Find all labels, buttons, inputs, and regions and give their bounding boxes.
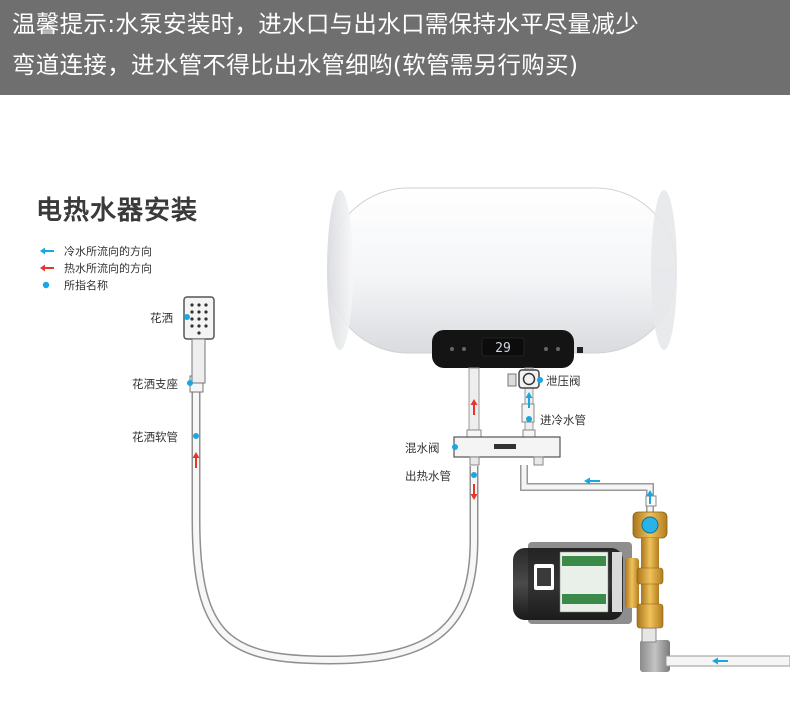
pointer-dot-icon xyxy=(193,433,199,439)
water-heater: 29 xyxy=(327,187,677,368)
pointer-dot-icon xyxy=(42,281,50,288)
mains-inlet-pipe xyxy=(640,627,790,672)
hot-arrow-icon xyxy=(470,484,478,500)
cold-supply-pipe xyxy=(520,465,657,512)
cold-arrow-icon xyxy=(40,247,54,254)
shower-hose xyxy=(191,386,479,665)
cold-inlet-pipe xyxy=(507,367,540,441)
legend-label-hot: 热水所流向的方向 xyxy=(64,261,152,275)
label-relief-valve: 泄压阀 xyxy=(546,374,581,388)
label-mixing-valve: 混水阀 xyxy=(405,441,440,455)
tip-line-2: 弯道连接，进水管不得比出水管细哟(软管需另行购买) xyxy=(12,51,579,79)
hot-arrow-icon xyxy=(192,452,200,468)
cold-arrow-icon xyxy=(525,392,533,408)
label-shower-holder: 花洒支座 xyxy=(132,377,178,391)
tip-line-1: 温馨提示:水泵安装时，进水口与出水口需保持水平尽量减少 xyxy=(12,10,640,38)
label-cold-inlet: 进冷水管 xyxy=(540,413,586,427)
pointer-dots xyxy=(184,314,543,478)
label-shower-head: 花洒 xyxy=(150,311,173,325)
legend-item-cold: 冷水所流向的方向 xyxy=(38,242,152,259)
legend-item-hot: 热水所流向的方向 xyxy=(38,259,152,276)
hot-arrow-icon xyxy=(40,264,54,271)
legend-label-cold: 冷水所流向的方向 xyxy=(64,244,152,258)
label-hot-outlet: 出热水管 xyxy=(405,469,451,483)
pointer-dot-icon xyxy=(526,416,532,422)
mixing-valve xyxy=(453,436,561,466)
tip-banner: 温馨提示:水泵安装时，进水口与出水口需保持水平尽量减少 弯道连接，进水管不得比出… xyxy=(0,0,790,95)
pointer-dot-icon xyxy=(184,314,190,320)
label-shower-hose: 花洒软管 xyxy=(132,430,178,444)
cold-arrow-icon xyxy=(584,477,600,485)
pointer-dot-icon xyxy=(537,377,543,383)
cold-arrow-icon xyxy=(712,657,728,665)
legend: 冷水所流向的方向 热水所流向的方向 所指名称 xyxy=(38,242,152,293)
shower-head xyxy=(183,296,215,384)
cold-arrow-icon xyxy=(646,490,654,504)
hot-arrow-icon xyxy=(470,399,478,415)
diagram-title: 电热水器安装 xyxy=(36,196,199,226)
display-readout: 29 xyxy=(495,341,511,356)
legend-label-name: 所指名称 xyxy=(64,278,108,292)
pointer-dot-icon xyxy=(187,380,193,386)
booster-pump xyxy=(513,511,668,629)
legend-item-name: 所指名称 xyxy=(38,276,152,293)
relief-valve-body xyxy=(518,369,540,389)
pointer-dot-icon xyxy=(452,444,458,450)
flow-arrows xyxy=(192,392,728,665)
pointer-dot-icon xyxy=(471,472,477,478)
